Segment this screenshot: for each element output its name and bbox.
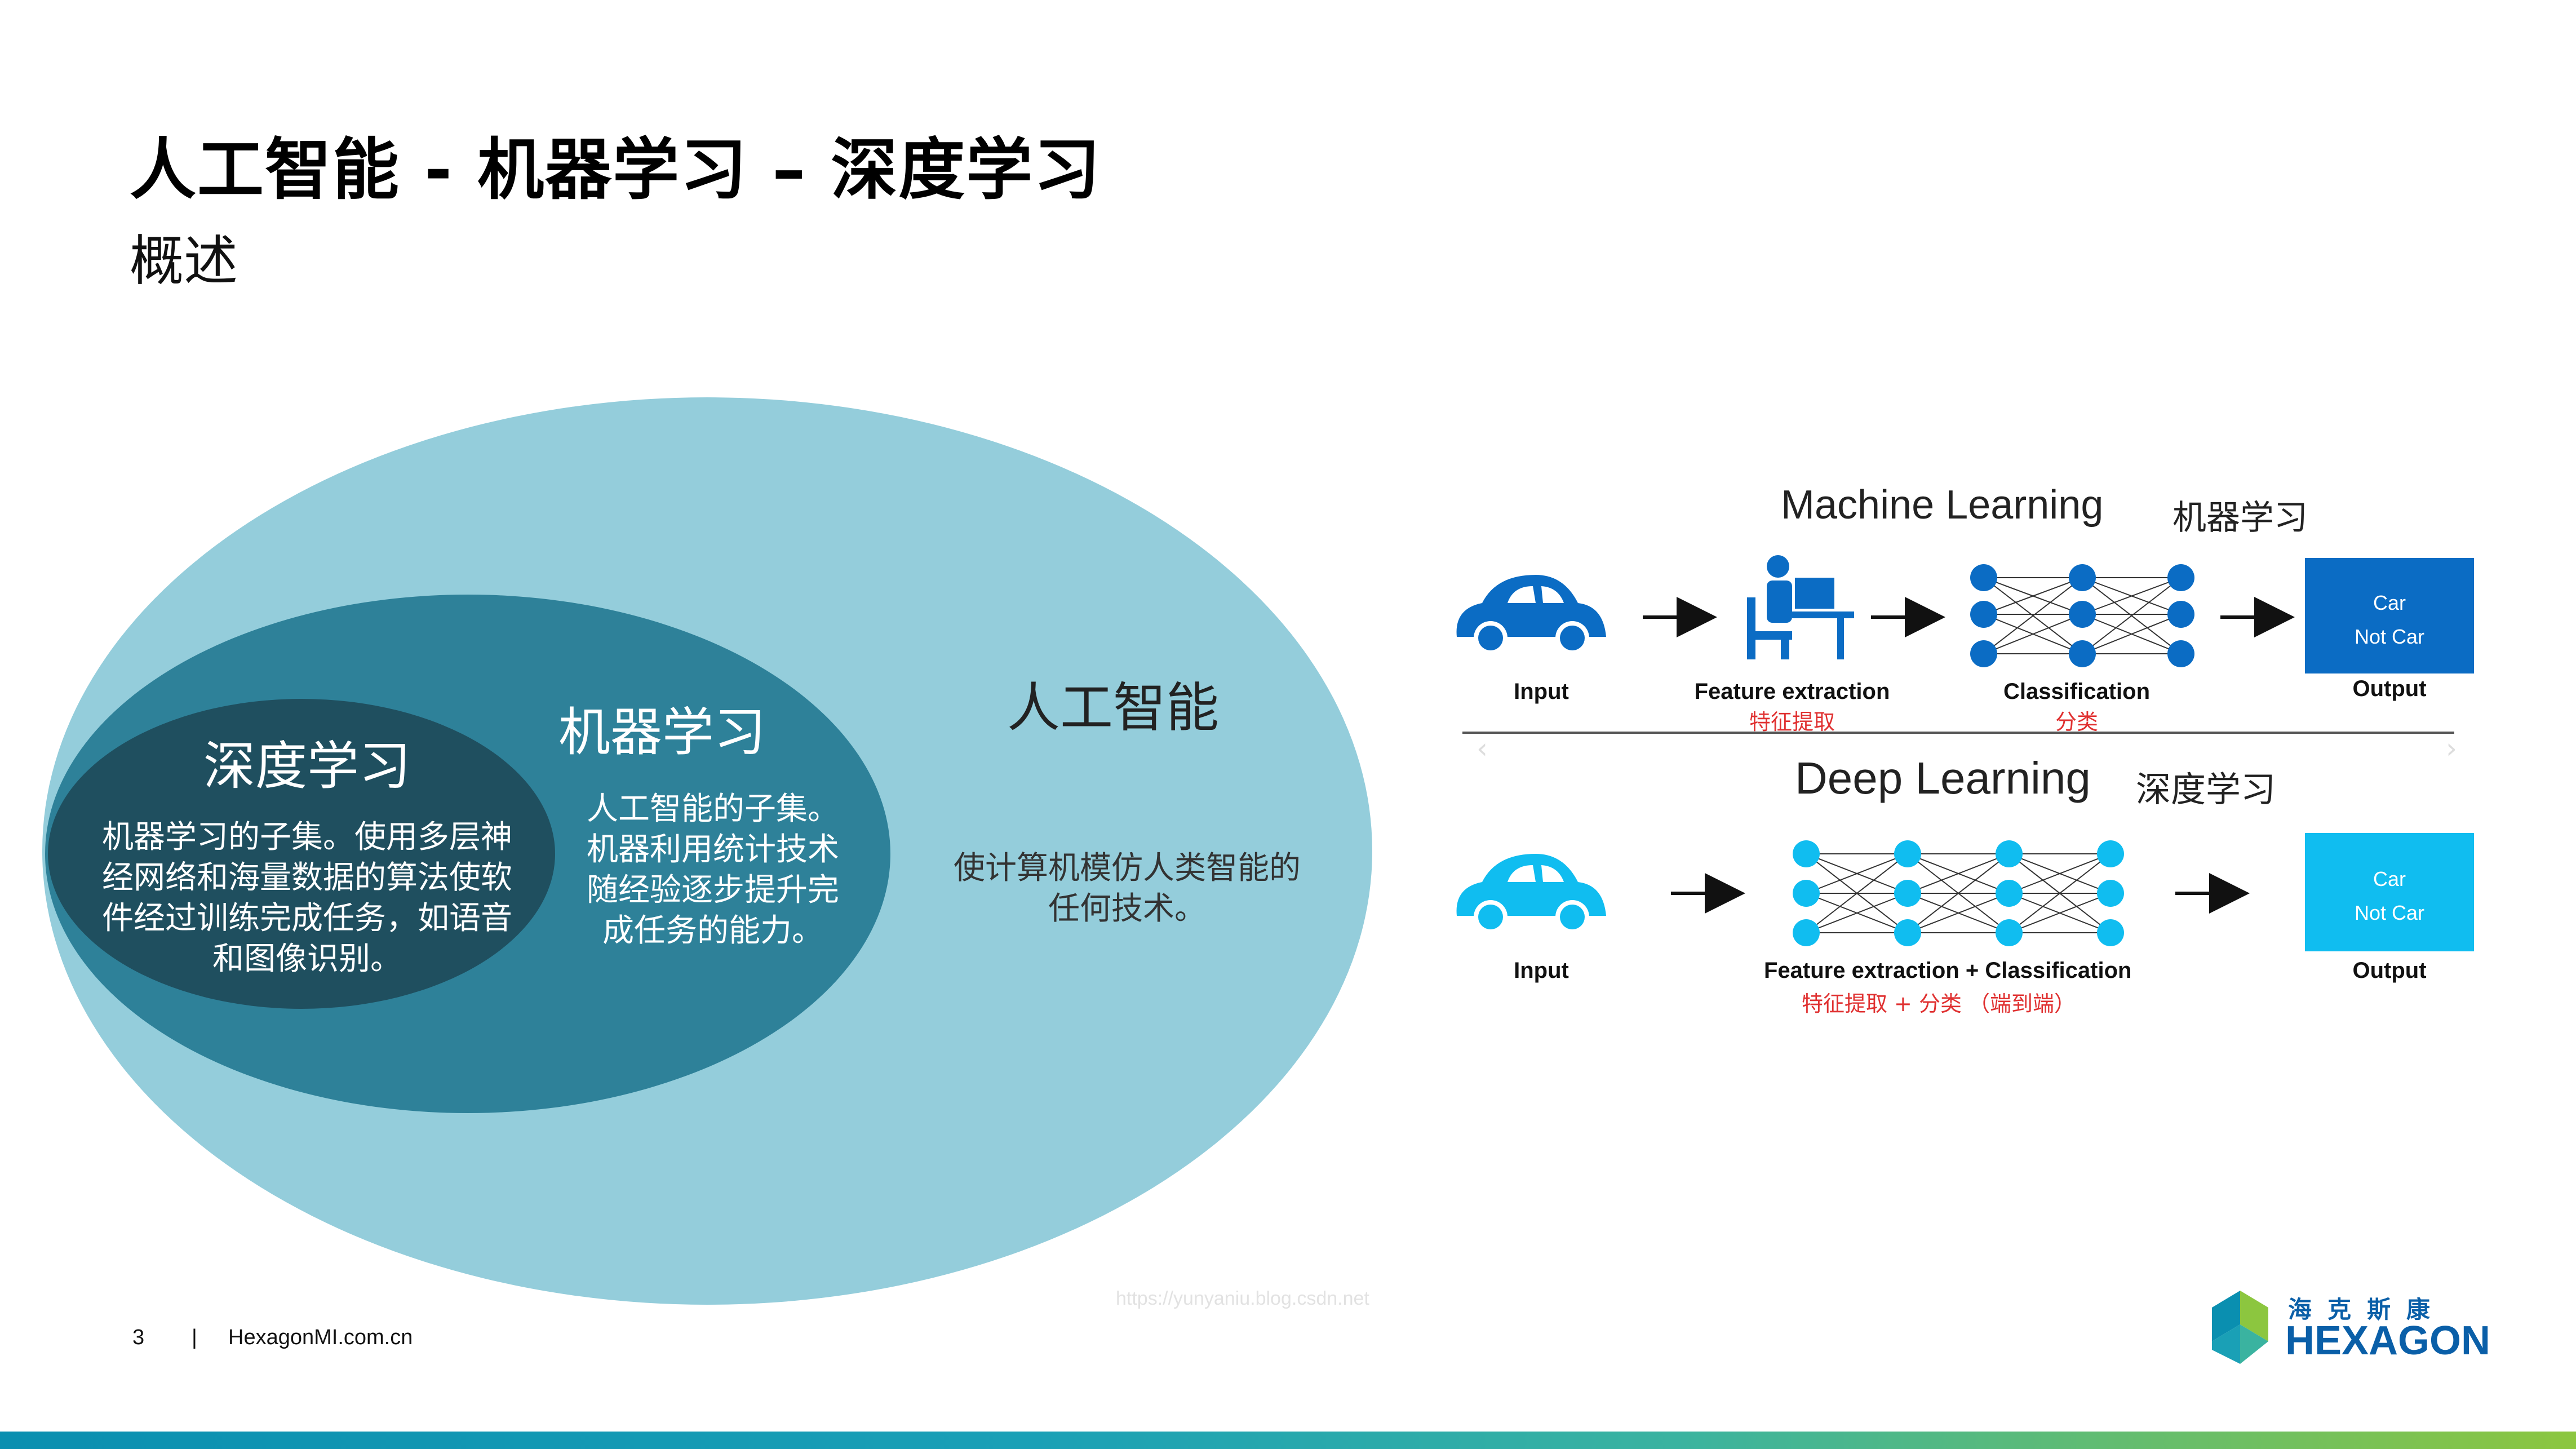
slide-title: 人工智能 - 机器学习 – 深度学习 [130, 131, 1102, 209]
footer-url[interactable]: HexagonMI.com.cn [228, 1326, 413, 1349]
dl-ellipse [48, 699, 555, 1009]
ml-label: 机器学习 [558, 702, 766, 763]
dl-output-box [2305, 833, 2474, 951]
car-icon [1456, 854, 1606, 934]
dl-label: 深度学习 [203, 736, 411, 796]
ai-description: 使计算机模仿人类智能的任何技术。 [954, 850, 1301, 927]
svg-text:‹: ‹ [1477, 732, 1488, 765]
footer-separator: | [192, 1326, 197, 1349]
ml-classification-label: Classification [2003, 679, 2151, 704]
ml-feature-label: Feature extraction [1694, 679, 1890, 704]
ml-output-label: Output [2352, 676, 2427, 701]
hexagon-logo-icon [2212, 1291, 2268, 1364]
svg-text:›: › [2446, 732, 2457, 765]
ai-label: 人工智能 [1007, 677, 1219, 739]
ml-output-car: Car [2373, 591, 2406, 614]
ml-dl-diagram: ‹ › [1456, 555, 2474, 951]
dl-feature-cn: 特征提取 + 分类 （端到端） [1801, 991, 2076, 1016]
ml-output-notcar: Not Car [2354, 625, 2425, 648]
ml-output-box [2305, 558, 2474, 673]
ml-classification-cn: 分类 [2055, 710, 2098, 734]
logo-cn: 海克斯康 [2288, 1296, 2446, 1323]
dl-output-label: Output [2352, 958, 2427, 983]
car-icon [1456, 575, 1606, 655]
dl-input-label: Input [1514, 958, 1569, 983]
ml-network-icon [1970, 564, 2194, 667]
slide-subtitle: 概述 [130, 229, 238, 293]
ml-description: 人工智能的子集。机器利用统计技术随经验逐步提升完成任务的能力。 [587, 791, 839, 949]
bottom-gradient-bar [0, 1432, 2576, 1449]
page-number: 3 [132, 1326, 145, 1349]
ml-feature-cn: 特征提取 [1749, 710, 1835, 734]
watermark: https://yunyaniu.blog.csdn.net [1116, 1288, 1369, 1309]
logo-en: HEXAGON [2285, 1318, 2491, 1363]
ml-input-label: Input [1514, 679, 1569, 704]
ml-title: Machine Learning [1781, 482, 2104, 528]
dl-title-cn: 深度学习 [2136, 769, 2276, 810]
dl-title: Deep Learning [1795, 753, 2091, 803]
dl-network-icon [1793, 840, 2124, 946]
dl-feature-label: Feature extraction + Classification [1764, 958, 2132, 983]
person-desk-icon [1747, 555, 1854, 659]
dl-description: 机器学习的子集。使用多层神经网络和海量数据的算法使软件经过训练完成任务，如语音和… [102, 819, 512, 977]
dl-output-car: Car [2373, 867, 2406, 890]
ml-title-cn: 机器学习 [2172, 498, 2308, 538]
dl-output-notcar: Not Car [2354, 901, 2425, 924]
